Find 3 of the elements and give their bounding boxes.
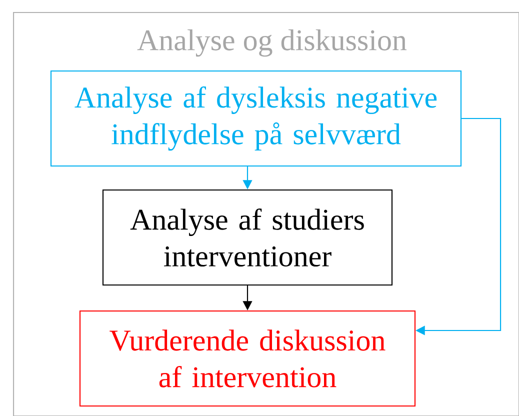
result-box: Vurderende diskussion af intervention [79, 310, 416, 407]
process-box: Analyse af studiers interventioner [102, 189, 393, 286]
process-box: Analyse af dysleksis negative indflydelse på selvværd [50, 70, 462, 167]
